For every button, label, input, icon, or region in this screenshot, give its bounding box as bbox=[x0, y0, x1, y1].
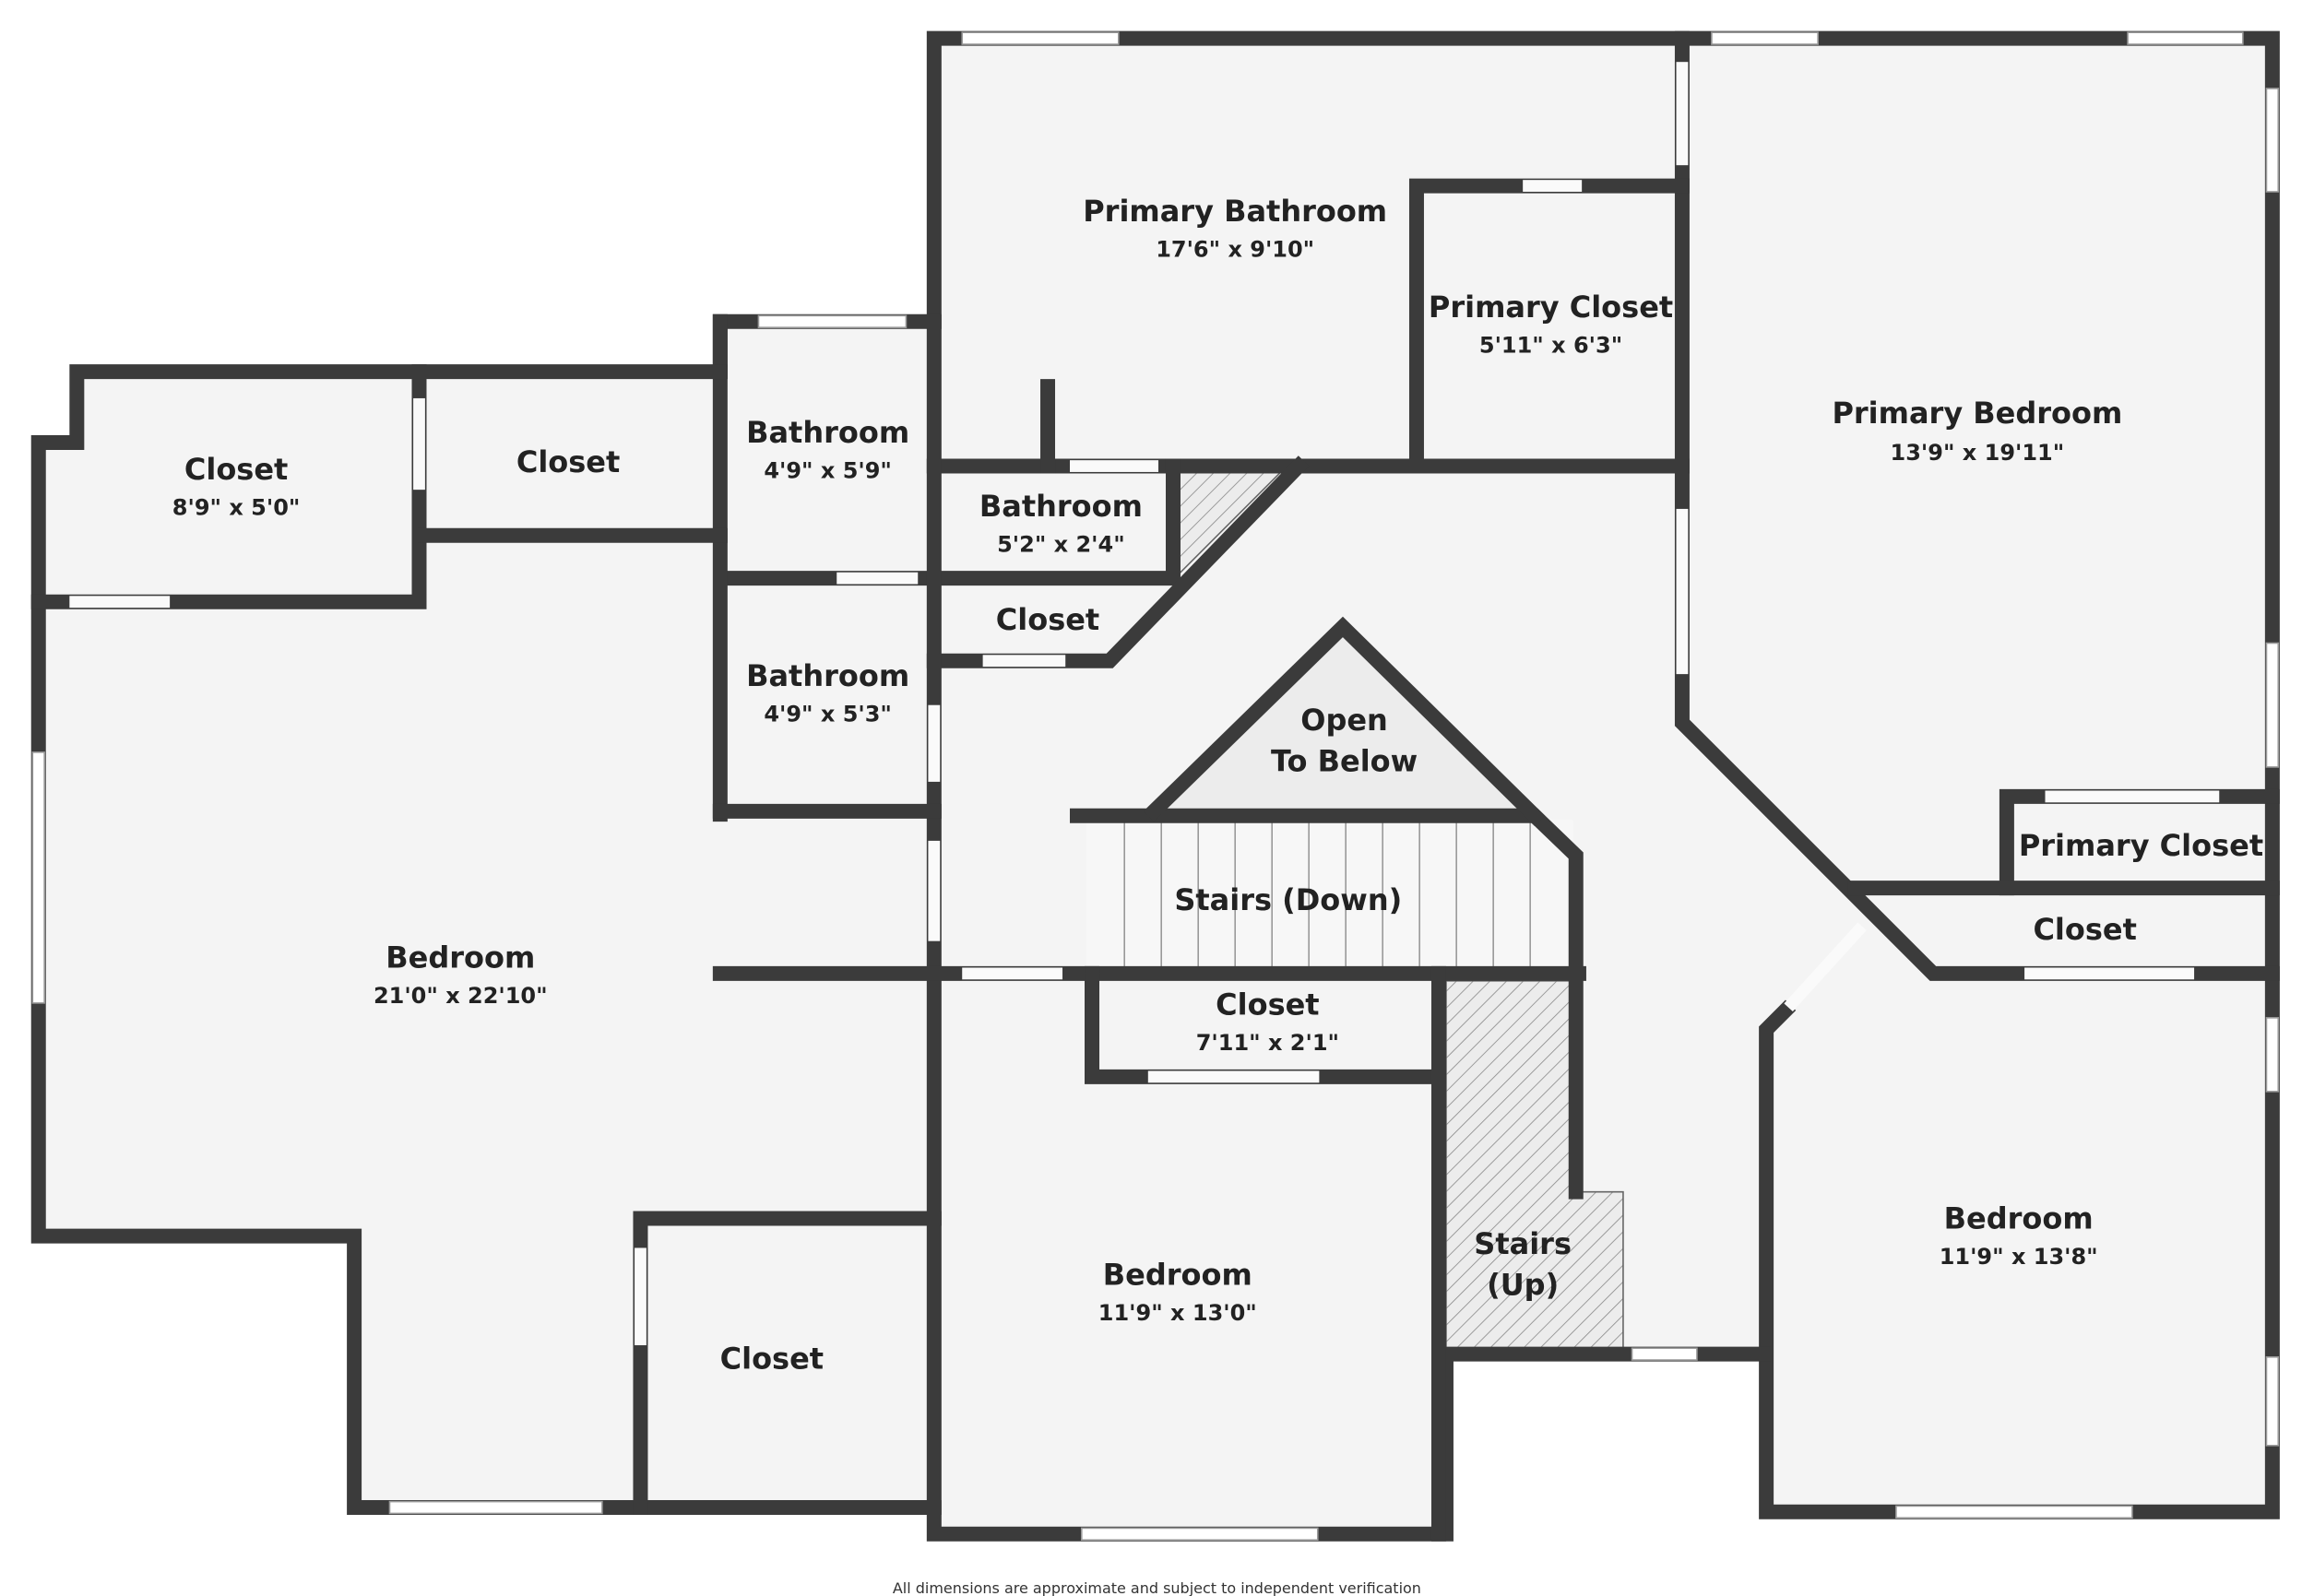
room-dimensions: 21'0" x 22'10" bbox=[374, 983, 548, 1009]
room-name: Bathroom bbox=[746, 415, 909, 450]
stairs-down-treads bbox=[1086, 820, 1573, 968]
room-name: Closet bbox=[720, 1342, 824, 1377]
room-name: Bathroom bbox=[979, 489, 1143, 524]
disclaimer: All dimensions are approximate and subje… bbox=[893, 1579, 1421, 1596]
room-name: Closet bbox=[2033, 912, 2136, 947]
room-name: Closet bbox=[516, 444, 620, 479]
room-name: Closet bbox=[996, 602, 1099, 637]
room-labels: Primary Bathroom 17'6" x 9'10" Primary C… bbox=[172, 194, 2263, 1377]
room-name: Stairs bbox=[1474, 1226, 1572, 1261]
room-name: Open bbox=[1300, 703, 1388, 738]
room-dimensions: 13'9" x 19'11" bbox=[1891, 440, 2065, 466]
room-name: Primary Bedroom bbox=[1832, 396, 2122, 431]
room-name: Bedroom bbox=[386, 940, 535, 975]
room-name: Closet bbox=[184, 452, 288, 487]
room-dimensions: 11'9" x 13'8" bbox=[1940, 1244, 2098, 1270]
open-to-below-area bbox=[1154, 626, 1535, 816]
floor-fill bbox=[38, 38, 2272, 1534]
room-dimensions: 5'11" x 6'3" bbox=[1479, 332, 1622, 358]
room-name: Bedroom bbox=[1103, 1257, 1252, 1292]
room-name: Bedroom bbox=[1944, 1201, 2094, 1236]
room-name: Bathroom bbox=[746, 658, 909, 693]
room-dimensions: 8'9" x 5'0" bbox=[172, 494, 301, 520]
room-name: Primary Closet bbox=[2019, 828, 2263, 863]
room-name: Closet bbox=[1216, 987, 1319, 1023]
room-dimensions: 17'6" x 9'10" bbox=[1156, 236, 1314, 262]
room-name: To Below bbox=[1271, 744, 1418, 779]
room-dimensions: 4'9" x 5'9" bbox=[764, 457, 892, 483]
room-dimensions: 5'2" x 2'4" bbox=[997, 531, 1125, 557]
room-name: (Up) bbox=[1487, 1268, 1559, 1303]
room-name: Primary Bathroom bbox=[1083, 194, 1387, 229]
room-dimensions: 11'9" x 13'0" bbox=[1098, 1300, 1257, 1326]
room-dimensions: 4'9" x 5'3" bbox=[764, 701, 892, 727]
openings bbox=[31, 31, 2280, 1542]
room-name: Primary Closet bbox=[1429, 290, 1673, 325]
walls bbox=[30, 30, 2280, 1542]
room-name: Stairs (Down) bbox=[1174, 882, 1402, 917]
room-dimensions: 7'11" x 2'1" bbox=[1196, 1030, 1339, 1056]
